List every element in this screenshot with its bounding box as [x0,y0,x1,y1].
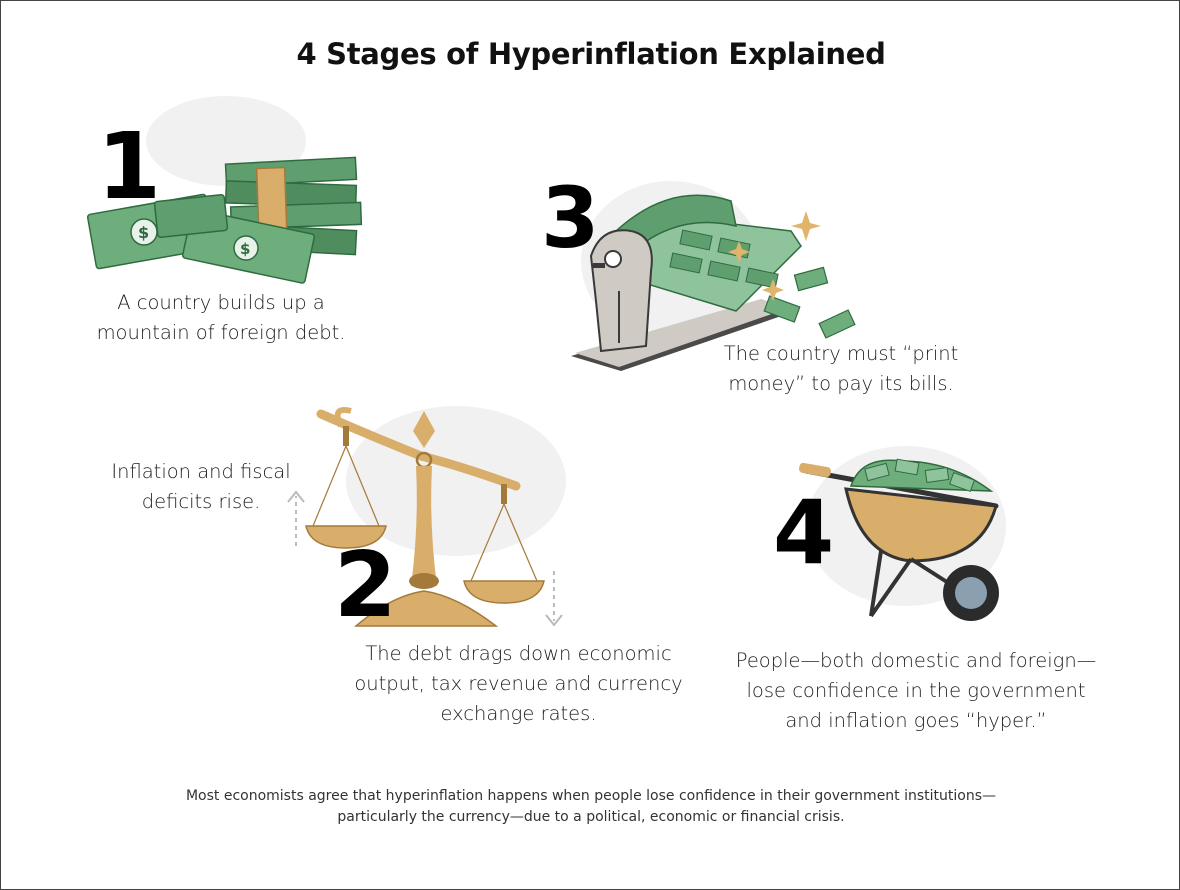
page-title: 4 Stages of Hyperinflation Explained [296,37,886,71]
footer-line-1: Most economists agree that hyperinflatio… [185,788,997,804]
stage-4-caption-line-2: lose confidence in the government [746,679,1086,702]
stage-3-caption-line-2: money” to pay its bills. [728,372,954,395]
footer-note: Most economists agree that hyperinflatio… [151,786,1031,828]
stage-4-number: 4 [773,481,835,584]
scale-icon [287,406,566,627]
side-note-line-1: Inflation and fiscal [111,460,291,483]
stage-4-caption: People—both domestic and foreign— lose c… [716,646,1116,736]
stage-2-caption-line-1: The debt drags down economic [365,642,672,665]
stage-1-caption-line-1: A country builds up a [117,291,325,314]
wheelbarrow-icon [799,446,1006,621]
stage-2-caption-line-3: exchange rates. [440,702,597,725]
stage-3-number: 3 [541,169,600,267]
stage-4-caption-line-1: People—both domestic and foreign— [735,649,1097,672]
stage-1-number: 1 [97,113,162,220]
printing-press-icon [571,181,856,371]
svg-text:$: $ [240,240,250,258]
stage-1-caption: A country builds up a mountain of foreig… [71,288,371,348]
stage-2-number: 2 [334,533,397,638]
stage-3-caption-line-1: The country must “print [723,342,959,365]
stage-1-caption-line-2: mountain of foreign debt. [96,321,346,344]
side-note-line-2: deficits rise. [141,490,261,513]
svg-text:$: $ [138,223,149,242]
stage-3-caption: The country must “print money” to pay it… [701,339,981,399]
money-stack-icon: $ $ [86,96,363,284]
side-note-caption: Inflation and fiscal deficits rise. [96,457,306,517]
stage-4-caption-line-3: and inflation goes “hyper.” [785,709,1047,732]
stage-2-caption-line-2: output, tax revenue and currency [354,672,683,695]
stage-2-caption: The debt drags down economic output, tax… [346,639,691,729]
footer-line-2: particularly the currency—due to a polit… [337,809,845,825]
